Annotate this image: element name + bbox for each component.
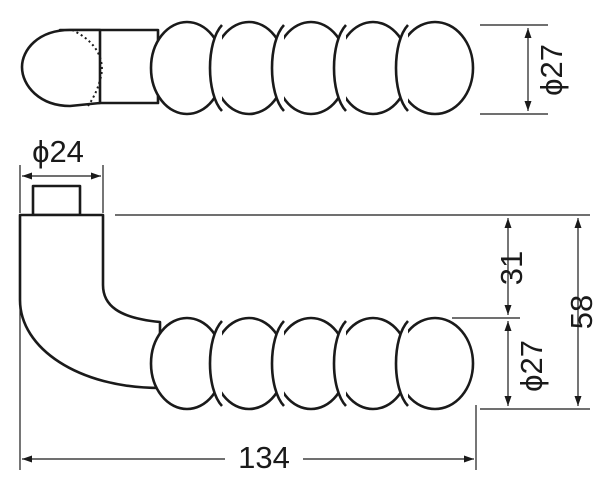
upper-offset-label: 31 (494, 251, 529, 285)
top-view-diameter-dimension: ϕ27 (480, 24, 569, 115)
side-view-bead-divider-3 (332, 320, 348, 407)
top-view-bead-5 (395, 20, 475, 116)
total-height-label: 58 (564, 295, 599, 329)
side-view-diameter-dimension: ϕ27 (504, 321, 549, 406)
side-view (18, 184, 475, 411)
rose-block (31, 184, 82, 217)
rose-diameter-dimension: ϕ24 (19, 134, 104, 213)
total-height-dimension: 58 (564, 218, 599, 406)
top-view (20, 20, 475, 116)
top-view-bead-divider-1 (208, 24, 224, 112)
side-view-bead-divider-2 (270, 320, 286, 407)
lever-body (18, 213, 162, 390)
top-view-grip (149, 20, 475, 116)
top-view-hidden-edge (71, 29, 103, 107)
upper-offset-dimension: 31 (494, 218, 529, 315)
top-view-bead-divider-3 (332, 24, 348, 112)
total-length-dimension: 134 (19, 305, 477, 475)
total-length-label: 134 (238, 440, 290, 475)
rose-diameter-label: ϕ24 (32, 134, 84, 169)
side-view-diameter-label: ϕ27 (514, 340, 549, 392)
top-view-bead-divider-2 (270, 24, 286, 112)
side-view-grip (149, 316, 475, 411)
top-view-diameter-label: ϕ27 (534, 44, 569, 96)
side-view-bead-divider-1 (208, 320, 224, 407)
side-view-bead-5 (395, 316, 475, 411)
top-view-end-cap (20, 28, 102, 108)
top-view-bead-divider-4 (394, 24, 410, 112)
side-view-bead-divider-4 (394, 320, 410, 407)
